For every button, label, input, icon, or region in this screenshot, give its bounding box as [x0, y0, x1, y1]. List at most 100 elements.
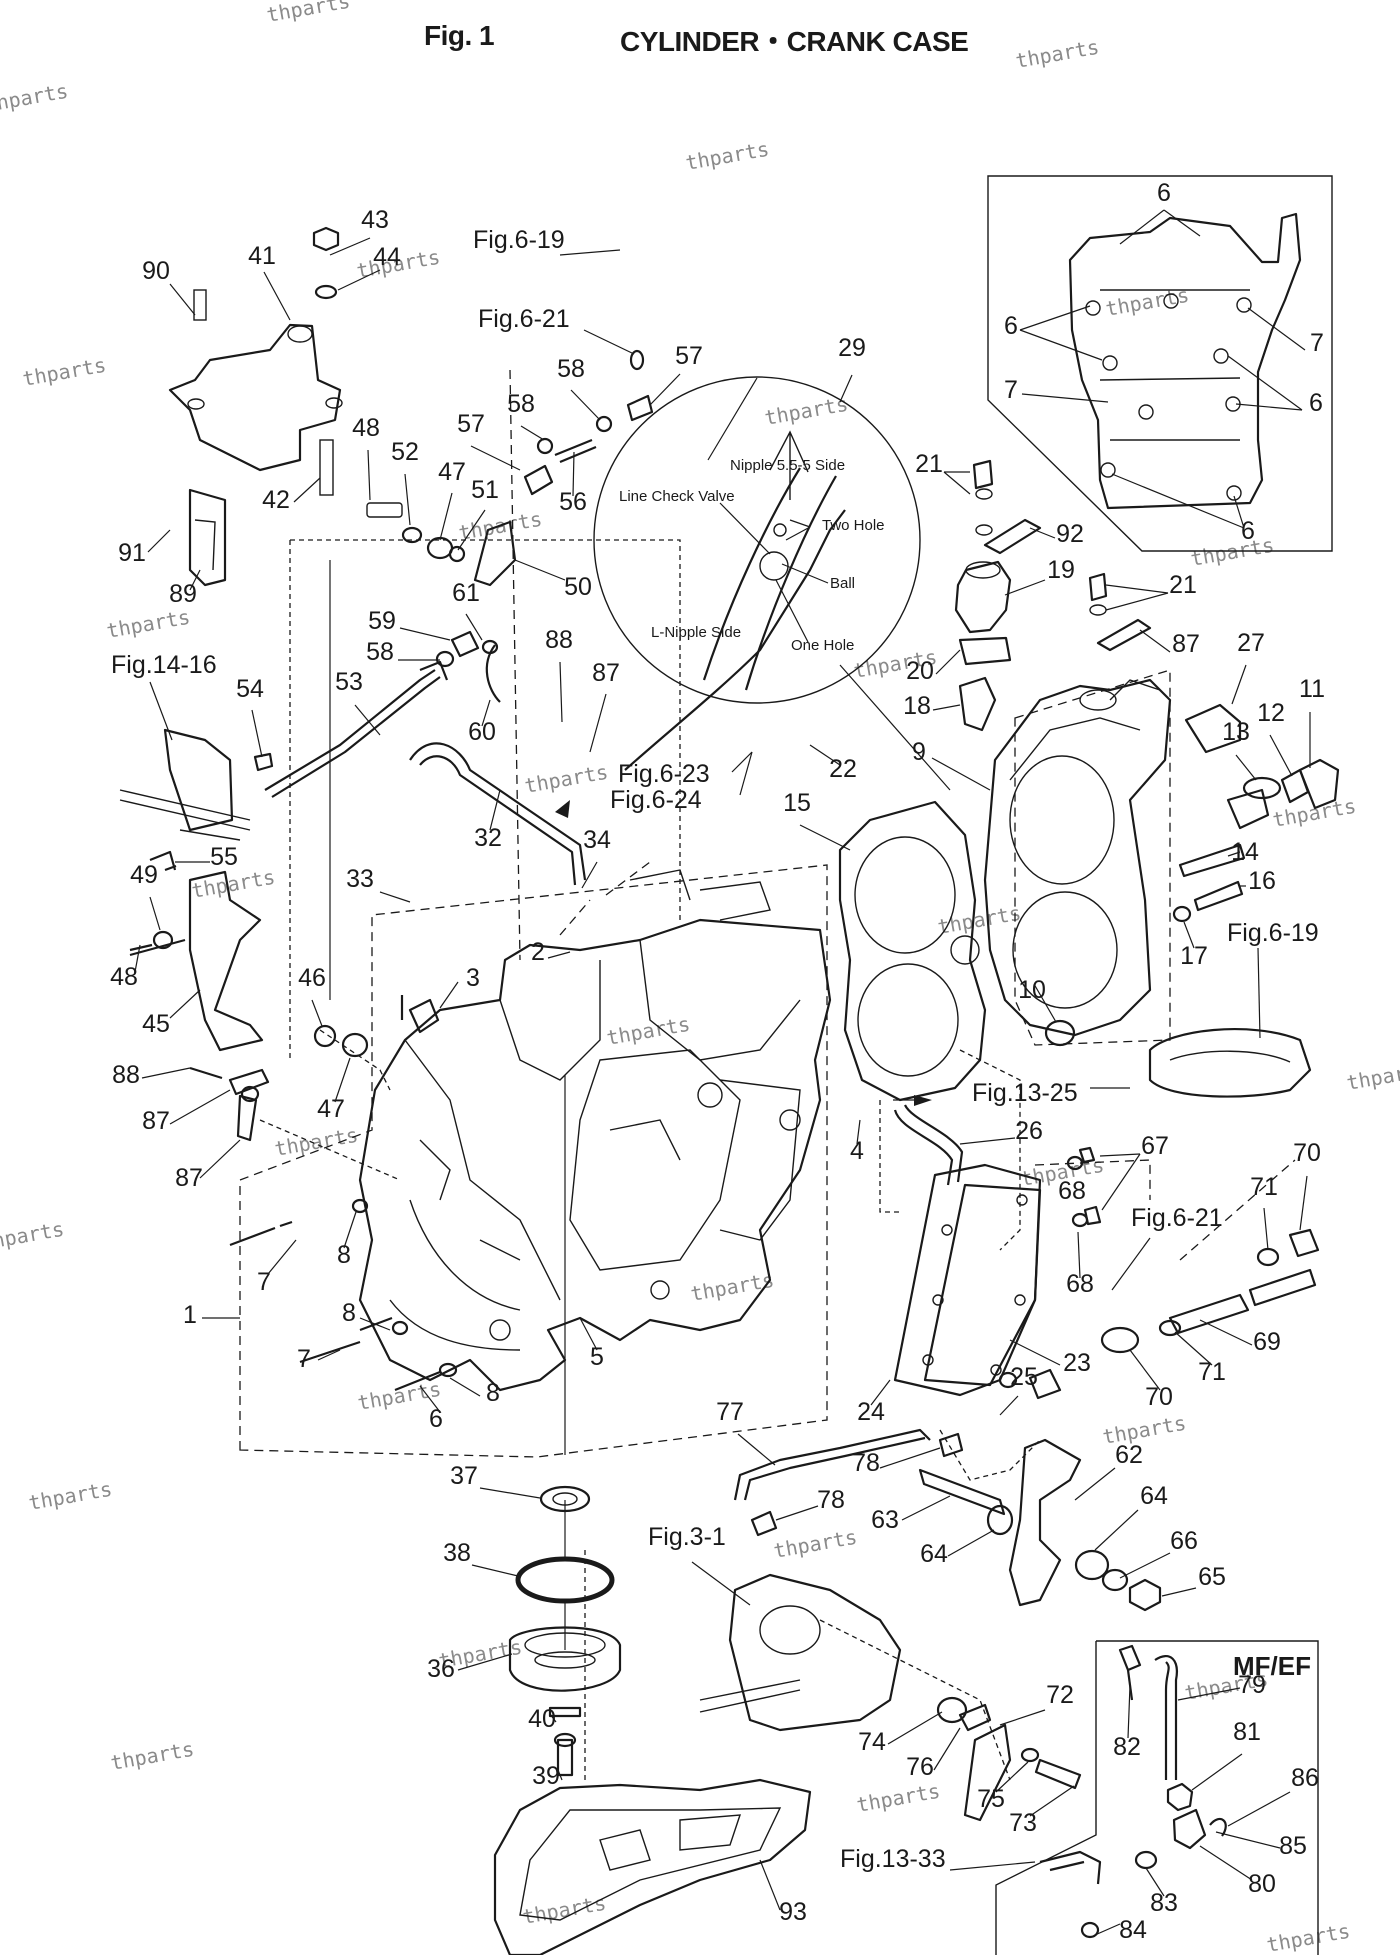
part-number-callout: 34: [583, 826, 611, 854]
part-number-callout: 25: [1010, 1363, 1038, 1391]
part-number-callout: 37: [450, 1462, 478, 1490]
part-number-callout: 67: [1141, 1132, 1169, 1160]
thermostat-group: [954, 459, 1340, 1098]
watermark-text: thparts: [772, 1525, 859, 1563]
figure-reference-label: Fig.6-23: [618, 760, 710, 788]
watermark-text: thparts: [1345, 1057, 1400, 1095]
part-number-callout: 12: [1257, 699, 1285, 727]
watermark-text: thparts: [1014, 35, 1101, 73]
part-number-callout: 77: [716, 1398, 744, 1426]
figure-number: Fig. 1: [424, 20, 495, 51]
part-number-callout: 53: [335, 668, 363, 696]
base-gasket: [493, 1778, 812, 1955]
part-number-callout: 11: [1299, 675, 1325, 703]
part-number-callout: 84: [1119, 1916, 1147, 1944]
figure-reference-label: Fig.6-21: [1131, 1204, 1223, 1232]
part-number-callout: 87: [142, 1107, 170, 1135]
part-number-callout: 75: [977, 1785, 1005, 1813]
watermark-text: thparts: [0, 1217, 66, 1255]
watermark-text: thparts: [109, 1737, 196, 1775]
part-number-callout: 57: [675, 342, 703, 370]
part-number-callout: 62: [1115, 1441, 1143, 1469]
part-number-callout: 63: [871, 1506, 899, 1534]
part-number-callout: 7: [257, 1268, 271, 1296]
part-number-callout: 14: [1231, 838, 1259, 866]
inset-bolt-pattern: [987, 175, 1333, 552]
part-number-callout: 68: [1058, 1177, 1086, 1205]
crankcase-body: [358, 869, 832, 1392]
part-number-callout: 3: [466, 964, 480, 992]
part-number-callout: 57: [457, 410, 485, 438]
part-number-callout: 92: [1056, 520, 1084, 548]
part-number-callout: 64: [920, 1540, 948, 1568]
part-number-callout: 58: [507, 390, 535, 418]
part-number-callout: 48: [110, 963, 138, 991]
engine-mount-bracket: [168, 226, 343, 587]
part-number-callout: 7: [1004, 376, 1018, 404]
part-number-callout: 80: [1248, 1870, 1276, 1898]
part-number-callout: 32: [474, 824, 502, 852]
cylinder-head: [983, 678, 1172, 1037]
part-number-callout: 9: [912, 738, 926, 766]
part-number-callout: 27: [1237, 629, 1265, 657]
part-number-callout: 36: [427, 1655, 455, 1683]
head-gasket: [838, 800, 987, 1102]
part-number-callout: 59: [368, 607, 396, 635]
part-number-callout: 71: [1250, 1173, 1278, 1201]
watermark-text: thparts: [273, 1123, 360, 1161]
part-number-callout: 46: [298, 964, 326, 992]
part-number-callout: 55: [210, 843, 238, 871]
part-number-callout: 56: [559, 488, 587, 516]
part-number-callout: 15: [783, 789, 811, 817]
linkage-parts: [733, 1146, 1320, 1612]
part-number-callout: 7: [1310, 329, 1324, 357]
part-number-callout: 41: [248, 242, 276, 270]
part-number-callout: 68: [1066, 1270, 1094, 1298]
note-ball: Ball: [830, 575, 855, 592]
part-number-callout: 16: [1248, 867, 1276, 895]
part-number-callout: 4: [850, 1137, 864, 1165]
lower-casting: [699, 1573, 1082, 1822]
part-number-callout: 88: [545, 626, 573, 654]
note-two-hole: Two Hole: [822, 517, 885, 534]
part-number-callout: 6: [1004, 312, 1018, 340]
part-number-callout: 44: [373, 243, 401, 271]
watermark-text: thparts: [265, 0, 352, 27]
hoses: [264, 509, 964, 1186]
watermark-text: thparts: [0, 79, 70, 117]
watermark-text: thparts: [855, 1779, 942, 1817]
figure-reference-label: Fig.6-24: [610, 786, 702, 814]
watermark-text: thparts: [1265, 1919, 1352, 1955]
part-number-callout: 8: [486, 1379, 500, 1407]
part-number-callout: 87: [592, 659, 620, 687]
part-number-callout: 86: [1291, 1764, 1319, 1792]
watermark-text: thparts: [21, 353, 108, 391]
part-number-callout: 38: [443, 1539, 471, 1567]
part-number-callout: 24: [857, 1398, 885, 1426]
watermark-text: thparts: [1189, 533, 1276, 571]
watermark-text: thparts: [523, 760, 610, 798]
figure-reference-label: Fig.6-19: [1227, 919, 1319, 947]
part-number-callout: 26: [1015, 1117, 1043, 1145]
watermark-text: thparts: [936, 901, 1023, 939]
note-nipple-side: Nipple 5.5-5 Side: [730, 457, 845, 474]
part-number-callout: 8: [337, 1241, 351, 1269]
part-number-callout: 18: [903, 692, 931, 720]
part-number-callout: 72: [1046, 1681, 1074, 1709]
part-number-callout: 48: [352, 414, 380, 442]
exhaust-cover: [893, 1163, 1042, 1397]
part-number-callout: 8: [342, 1299, 356, 1327]
part-number-callout: 69: [1253, 1328, 1281, 1356]
part-number-callout: 90: [142, 257, 170, 285]
part-number-callout: 58: [366, 638, 394, 666]
part-number-callout: 1: [183, 1301, 197, 1329]
figure-reference-label: Fig.13-33: [840, 1845, 946, 1873]
part-number-callout: 40: [528, 1705, 556, 1733]
part-number-callout: 64: [1140, 1482, 1168, 1510]
part-number-callout: 20: [906, 657, 934, 685]
part-number-callout: 58: [557, 355, 585, 383]
part-number-callout: 19: [1047, 556, 1075, 584]
